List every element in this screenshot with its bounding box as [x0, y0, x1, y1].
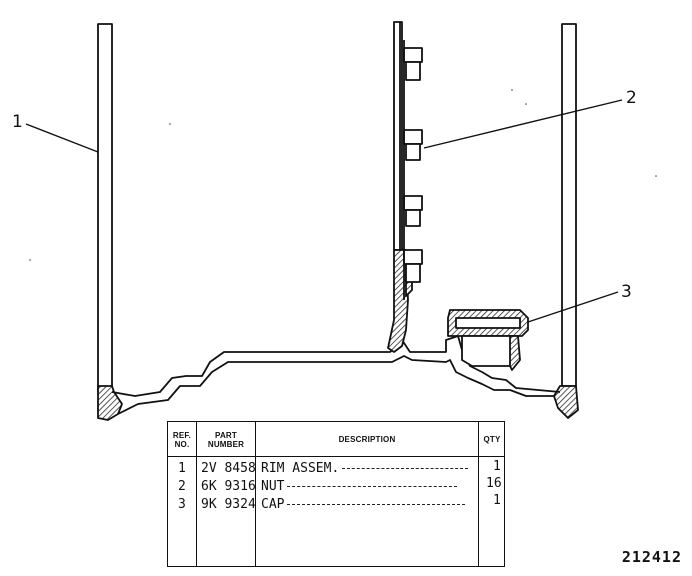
table-row-2-desc: NUT	[261, 479, 458, 495]
table-row-1-part: 2V 8458	[201, 461, 256, 476]
leader-line-3	[527, 291, 619, 323]
table-row-1-qty: 1	[493, 459, 501, 474]
center-plate-web	[387, 249, 409, 353]
right-flange-foot	[553, 385, 579, 419]
callout-1: 1	[12, 112, 23, 132]
table-row-1-desc: RIM ASSEM.	[261, 461, 469, 477]
table-row-1-ref: 1	[178, 461, 186, 476]
table-row-3-desc: CAP	[261, 497, 466, 513]
valve-stem	[461, 335, 513, 367]
rim-base-inner-profile	[117, 355, 554, 415]
table-row-3-ref: 3	[178, 497, 186, 512]
valve-stem-hatch	[509, 335, 521, 371]
ref-no-header: REF.NO.	[172, 431, 192, 449]
table-row-2-ref: 2	[178, 479, 186, 494]
callout-2: 2	[626, 88, 637, 108]
description-header: DESCRIPTION	[338, 435, 396, 444]
table-row-2-part: 6K 9316	[201, 479, 256, 494]
nut-stack	[403, 40, 423, 300]
right-rim-flange	[561, 23, 577, 387]
drawing-number: 212412	[621, 548, 682, 566]
table-row-3-part: 9K 9324	[201, 497, 256, 512]
leader-line-1	[25, 123, 99, 153]
leader-line-2	[423, 99, 623, 149]
left-rim-flange	[97, 23, 113, 393]
callout-3: 3	[621, 282, 632, 302]
table-row-2-qty: 16	[486, 476, 502, 491]
left-flange-foot	[97, 385, 123, 421]
table-row-3-qty: 1	[493, 493, 501, 508]
valve-cap-inner	[455, 317, 521, 329]
qty-header: QTY	[483, 435, 501, 444]
